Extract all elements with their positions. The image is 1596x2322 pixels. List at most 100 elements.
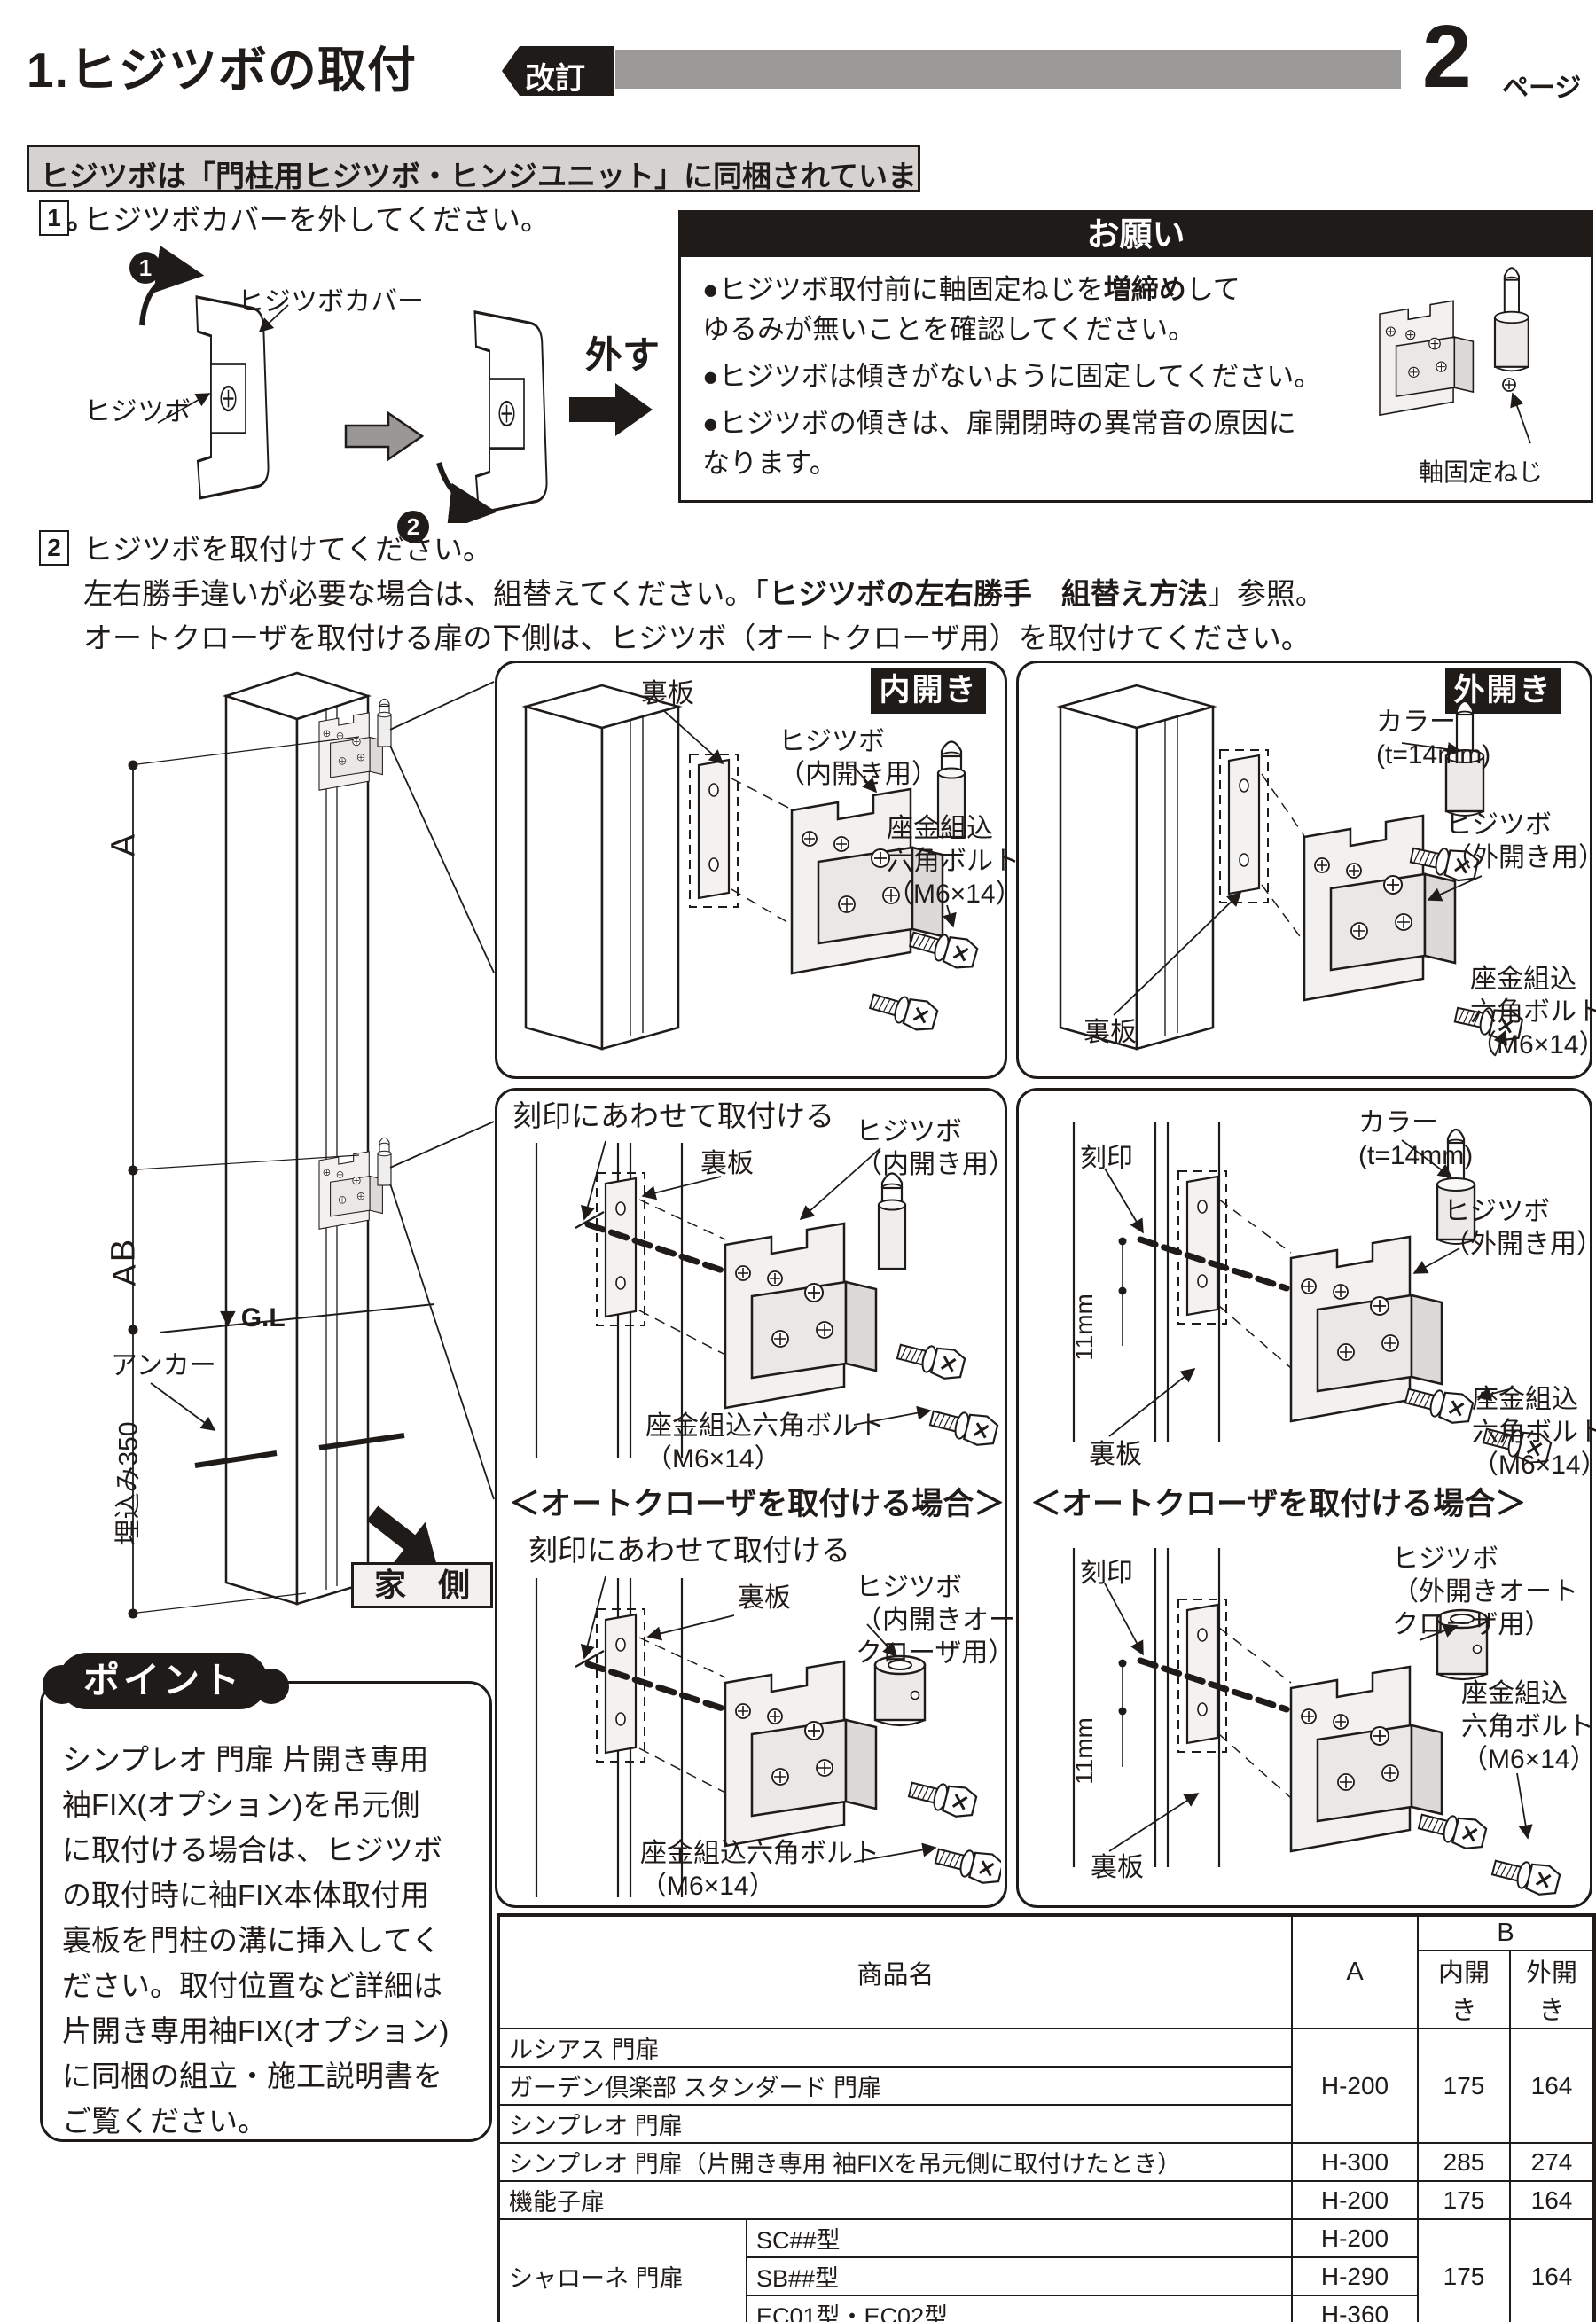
step-2-line3: オートクローザを取付ける扉の下側は、ヒジツボ（オートクローザ用）を取付けてくださ… <box>83 622 1310 654</box>
backplate-icon <box>595 1171 646 1327</box>
caution-bullet-3: ●ヒジツボの傾きは、扉開閉時の異常音の原因に なります。 <box>702 408 1296 479</box>
bolt-icon <box>1402 1380 1476 1428</box>
label-hinge-outward: ヒジツボ （外開き用） <box>1443 1197 1596 1259</box>
step-1-text: ヒジツボカバーを外してください。 <box>83 203 551 236</box>
point-box: シンプレオ 門扉 片開き専用 袖FIX(オプション)を吊元側 に取付ける場合は、… <box>40 1681 492 2142</box>
hinge-icon <box>724 1660 878 1848</box>
kokuin-line-icon <box>1137 1657 1290 1713</box>
bolt-icon <box>932 1840 1001 1888</box>
backplate-icon <box>688 753 739 909</box>
point-bubble-dot <box>43 1665 82 1704</box>
kokuin-line-icon <box>584 1661 726 1712</box>
bottom-hinge-icon <box>318 1151 383 1230</box>
page-number: 2 <box>1422 7 1472 106</box>
table-row: ルシアス 門扉 H-200 175 164 <box>497 2028 1595 2144</box>
label-bolt: 座金組込六角ボルト （M6×14） <box>640 1839 880 1901</box>
cover-removal-illustration <box>139 245 653 523</box>
label-bolt: 座金組込 六角ボルト （M6×14） <box>1472 1385 1596 1480</box>
table-row: シャローネ 門扉 SC##型 H-200 175 164 <box>497 2218 1595 2322</box>
col-b: B <box>1417 1914 1595 1951</box>
dim-b: B <box>105 1239 143 1263</box>
point-title-bubble: ポイント <box>59 1653 268 1709</box>
step1-arrow-icon <box>139 245 205 326</box>
label-hinge-inward-ac: ヒジツボ （内開きオート クローザ用） <box>856 1573 1042 1668</box>
label-hinge-inward: ヒジツボ （内開き用） <box>778 727 938 789</box>
inward-hinge-illustration <box>524 684 981 1051</box>
step-2-line1: ヒジツボを取付けてください。 <box>83 533 493 566</box>
page-unit: ページ <box>1502 74 1582 103</box>
label-hinge-outward: ヒジツボ （外開き用） <box>1445 810 1596 872</box>
kokuin-line-icon <box>584 1221 726 1274</box>
page-title: 1.ヒジツボの取付 <box>27 43 417 98</box>
table-row: ガーデン倶楽部 スタンダード 門扉 <box>497 2066 1594 2106</box>
outward-hinge-illustration <box>1059 684 1525 1057</box>
heading-kokuin-inward: 刻印にあわせて取付ける <box>512 1099 834 1132</box>
hinge-icon <box>724 1222 878 1410</box>
post-icon <box>1059 684 1215 1051</box>
point-bubble-dot <box>254 1669 289 1704</box>
label-hinge: ヒジツボ <box>84 397 191 426</box>
label-backplate: 裏板 <box>1084 1018 1137 1047</box>
header-gray-bar <box>615 50 1401 89</box>
hinge-cover-icon <box>194 295 270 500</box>
caution-title: お願い <box>681 213 1591 257</box>
col-product: 商品名 <box>497 1914 1293 2029</box>
label-bolt: 座金組込 六角ボルト （M6×14） <box>1461 1679 1596 1774</box>
top-hinge-icon <box>318 712 383 791</box>
label-backplate: 裏板 <box>1089 1440 1142 1469</box>
label-backplate: 裏板 <box>1091 1853 1144 1882</box>
table-row: シンプレオ 門扉（片開き専用 袖FIXを吊元側に取付けたとき） H-300 28… <box>497 2142 1595 2182</box>
bolt-icon <box>1415 1805 1490 1854</box>
caution-bullet-2: ●ヒジツボは傾きがないように固定してください。 <box>702 361 1322 392</box>
gl-label: ▼G.L <box>215 1303 286 1333</box>
hinge-cover2-icon <box>473 310 549 515</box>
badge-inward: 内開き <box>871 668 986 714</box>
step2-arrow-icon <box>436 462 497 523</box>
label-collar: カラー (t=14mm) <box>1358 1108 1474 1170</box>
bolt-icon <box>866 985 941 1036</box>
heading-kokuin-inward-2: 刻印にあわせて取付ける <box>528 1534 850 1567</box>
label-11mm: 11mm <box>1070 1717 1098 1785</box>
bolt-icon <box>1489 1851 1563 1897</box>
label-bolt: 座金組込 六角ボルト （M6×14） <box>887 814 1022 909</box>
point-body: シンプレオ 門扉 片開き専用 袖FIX(オプション)を吊元側 に取付ける場合は、… <box>62 1743 450 2138</box>
heading-autocloser-outward: ＜オートクローザを取付ける場合＞ <box>1030 1487 1527 1521</box>
label-kokuin: 刻印 <box>1080 1559 1133 1588</box>
step-2-line2: 左右勝手違いが必要な場合は、組替えてください。「ヒジツボの左右勝手 組替え方法」… <box>83 577 1325 610</box>
pin-icon <box>877 1172 907 1270</box>
kokuin-line-icon <box>1137 1236 1290 1292</box>
bolt-icon <box>927 1402 1001 1450</box>
label-hinge-cover: ヒジツボカバー <box>238 287 424 317</box>
label-hinge-outward-ac: ヒジツボ （外開きオート クローザ用） <box>1392 1544 1578 1639</box>
backplate-icon <box>1218 748 1270 904</box>
table-row: シンプレオ 門扉 <box>497 2104 1594 2144</box>
outward-autocloser-illustration <box>1072 1546 1563 1897</box>
note-bar-text: ヒジツボは「門柱用ヒジツボ・ヒンジユニット」に同梱されています。 <box>40 160 918 235</box>
inward-autocloser-illustration <box>535 1575 1001 1899</box>
table-row: EC01型・EC02型 H-360 <box>498 2295 1594 2322</box>
label-backplate: 裏板 <box>641 679 694 708</box>
table-row: SB##型 H-290 <box>498 2256 1594 2296</box>
outward-kokuin-illustration <box>1072 1121 1554 1463</box>
caution-bullet-1: ●ヒジツボ取付前に軸固定ねじを増締めして ゆるみが無いことを確認してください。 <box>702 274 1240 345</box>
revision-badge: 改訂 <box>502 46 614 96</box>
arrow-right-icon <box>344 410 425 462</box>
col-uchi: 内開き <box>1417 1950 1511 2029</box>
col-soto: 外開き <box>1509 1950 1595 2029</box>
label-hinge-inward: ヒジツボ （内開き用） <box>856 1117 1015 1179</box>
note-bar: ヒジツボは「門柱用ヒジツボ・ヒンジユニット」に同梱されています。 <box>27 145 920 235</box>
gate-post-illustration <box>128 671 495 1619</box>
remove-arrow-icon <box>569 383 653 436</box>
table-row: 機能子扉 H-200 175 164 <box>497 2180 1595 2220</box>
anchor-label: アンカー <box>111 1351 216 1380</box>
label-collar: カラー (t=14mm) <box>1376 708 1491 770</box>
bullet-icon: ● <box>702 361 719 392</box>
label-backplate: 裏板 <box>738 1583 791 1613</box>
bullet-icon: ● <box>702 274 719 305</box>
col-a: A <box>1291 1914 1419 2029</box>
house-side-badge: 家 側 <box>351 1562 493 1608</box>
inward-kokuin-illustration <box>535 1140 1001 1458</box>
embed-depth-label: 埋込み350 <box>113 1421 144 1546</box>
backplate-icon <box>595 1607 646 1763</box>
